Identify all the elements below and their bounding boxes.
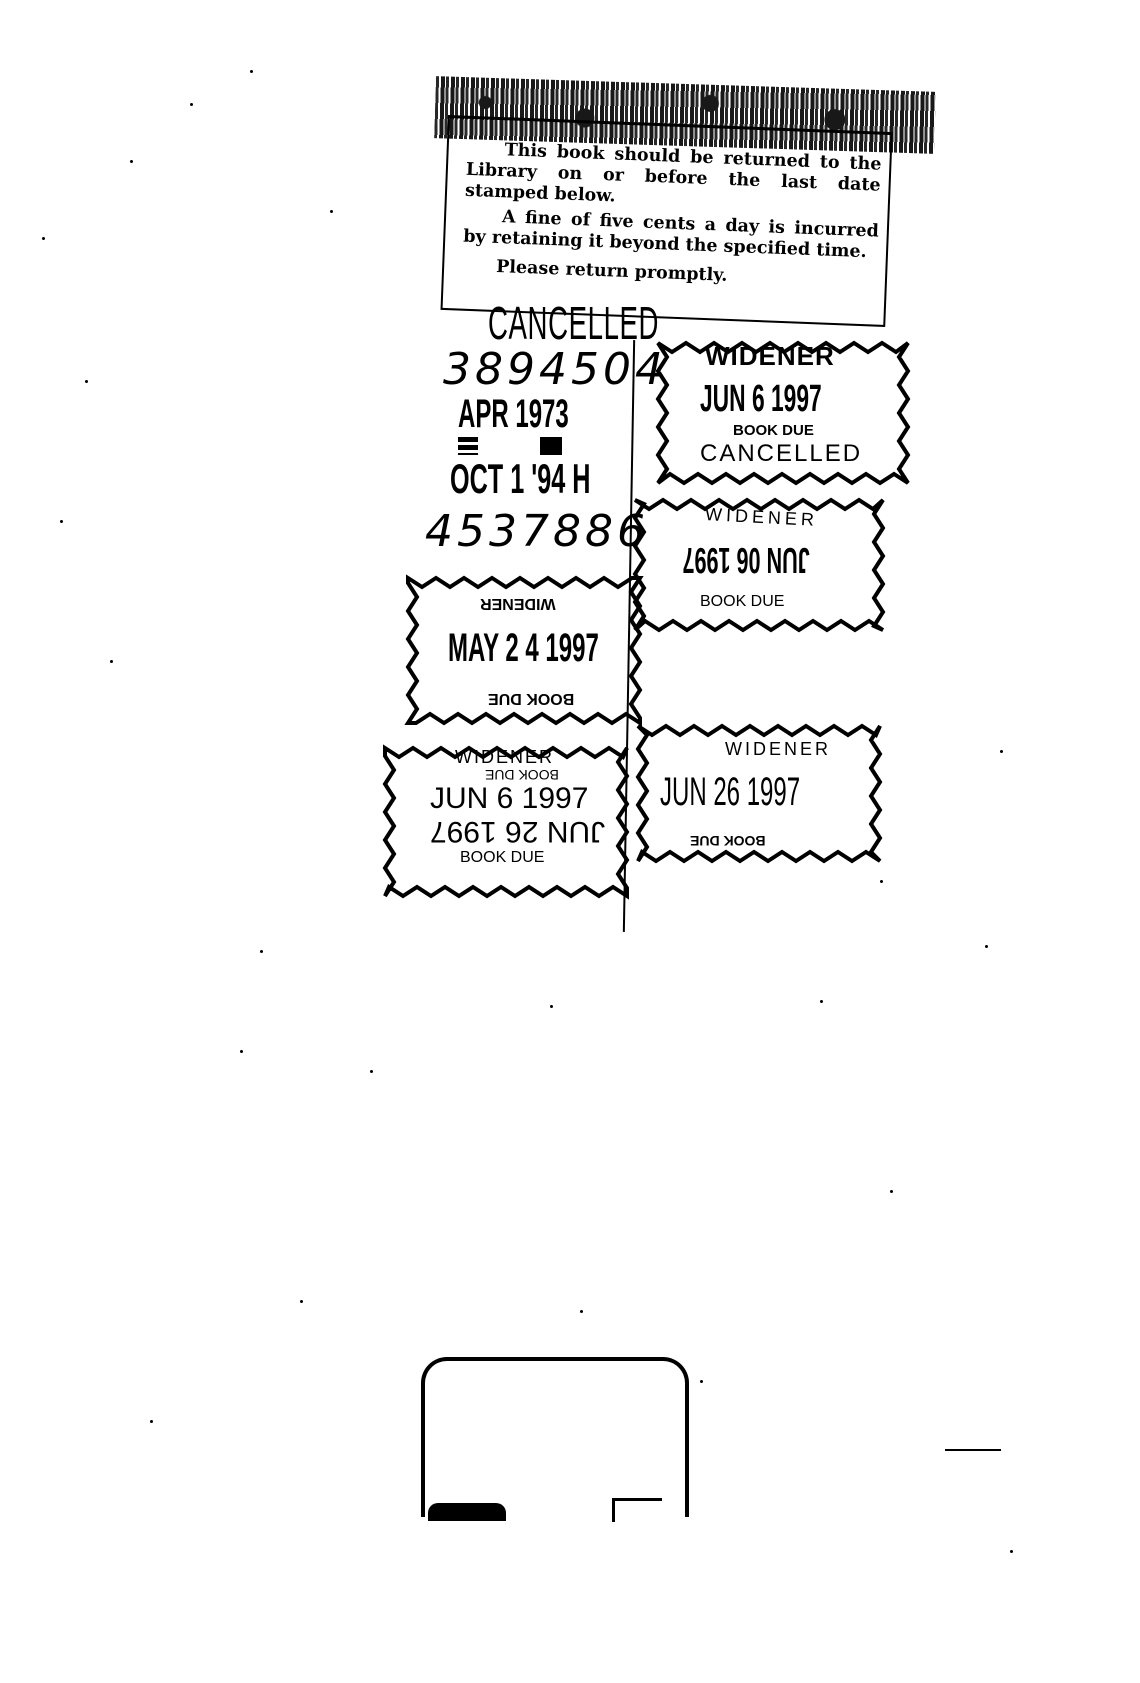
stamp-due: BOOK DUE (485, 767, 559, 783)
stamp-date: JUN 6 1997 (430, 782, 589, 815)
stamp-date: JUN 26 1997 (430, 815, 606, 848)
scan-speck (42, 237, 45, 240)
handwritten-number: 3894504 (443, 344, 667, 395)
stamp-library: WIDENER (705, 341, 835, 371)
ink-blot (458, 437, 478, 455)
zigzag-border (632, 497, 886, 633)
stamp-library: WIDENER (455, 747, 554, 767)
scan-speck (880, 880, 883, 883)
scan-speck (820, 1000, 823, 1003)
zigzag-border (404, 574, 644, 727)
scan-speck (580, 1310, 583, 1313)
stamp-due: BOOK DUE (460, 849, 545, 866)
zigzag-border (655, 340, 911, 486)
scan-speck (1010, 1550, 1013, 1553)
stamp-date: JUN 06 1997 (682, 540, 810, 581)
book-pocket-outline (421, 1357, 689, 1517)
handwritten-number: 4537886 (425, 506, 649, 557)
stamp-frame (655, 340, 911, 486)
stamp-library: WIDENER (725, 739, 831, 759)
scan-speck (1000, 750, 1003, 753)
scan-mark (945, 1449, 1001, 1451)
pocket-tab (612, 1498, 662, 1522)
scan-speck (60, 520, 63, 523)
stamp-due: BOOK DUE (690, 833, 766, 849)
scan-speck (890, 1190, 893, 1193)
scan-speck (700, 1380, 703, 1383)
scan-speck (85, 380, 88, 383)
stamp-frame (404, 574, 644, 727)
stamp-frame (382, 744, 630, 900)
stamp-date: MAY 2 4 1997 (448, 626, 599, 670)
ink-blot (540, 437, 562, 455)
zigzag-border (635, 723, 883, 864)
scan-speck (240, 1050, 243, 1053)
scan-speck (130, 160, 133, 163)
stamp-due: BOOK DUE (733, 422, 814, 439)
scan-speck (260, 950, 263, 953)
pocket-tab (428, 1503, 506, 1521)
scan-speck (370, 1070, 373, 1073)
cancelled-stamp: CANCELLED (488, 297, 660, 349)
stamp-cancelled: CANCELLED (700, 440, 863, 467)
stamp-frame (632, 497, 886, 633)
scan-speck (250, 70, 253, 73)
apr-date-stamp: APR 1973 (458, 392, 569, 436)
stamp-frame (635, 723, 883, 864)
zigzag-border (382, 744, 630, 900)
stamp-library: WIDENER (480, 595, 556, 612)
scan-speck (985, 945, 988, 948)
stamp-due: BOOK DUE (700, 593, 785, 610)
oct-date-stamp: OCT 1 '94 H (450, 455, 591, 502)
stamp-date: JUN 26 1997 (660, 770, 801, 814)
scan-speck (110, 660, 113, 663)
scan-speck (300, 1300, 303, 1303)
notice-return-text: This book should be returned to the Libr… (464, 140, 882, 207)
scan-speck (550, 1005, 553, 1008)
stamp-due: BOOK DUE (488, 690, 575, 707)
scan-speck (150, 1420, 153, 1423)
due-date-notice: This book should be returned to the Libr… (440, 115, 893, 327)
scan-speck (330, 210, 333, 213)
stamp-date: JUN 6 1997 (700, 378, 822, 420)
scan-speck (190, 103, 193, 106)
